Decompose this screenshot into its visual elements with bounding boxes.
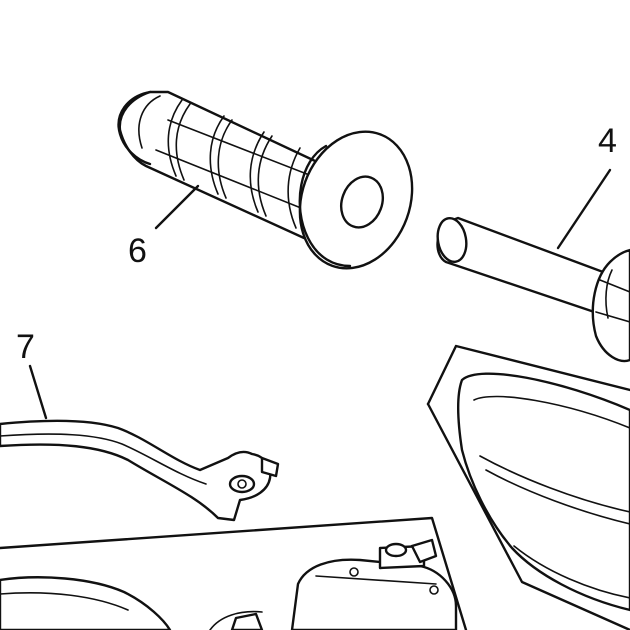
callout-6: 6 [128, 232, 147, 270]
handlebar-grip-part-6 [117, 90, 414, 270]
lever-housing-cover [426, 344, 630, 630]
clutch-lever-part-7 [0, 364, 280, 522]
callout-4: 4 [598, 122, 617, 160]
callout-7: 7 [16, 328, 35, 366]
throttle-tube-part-4 [436, 168, 630, 363]
master-cylinder-assembly [0, 516, 468, 630]
